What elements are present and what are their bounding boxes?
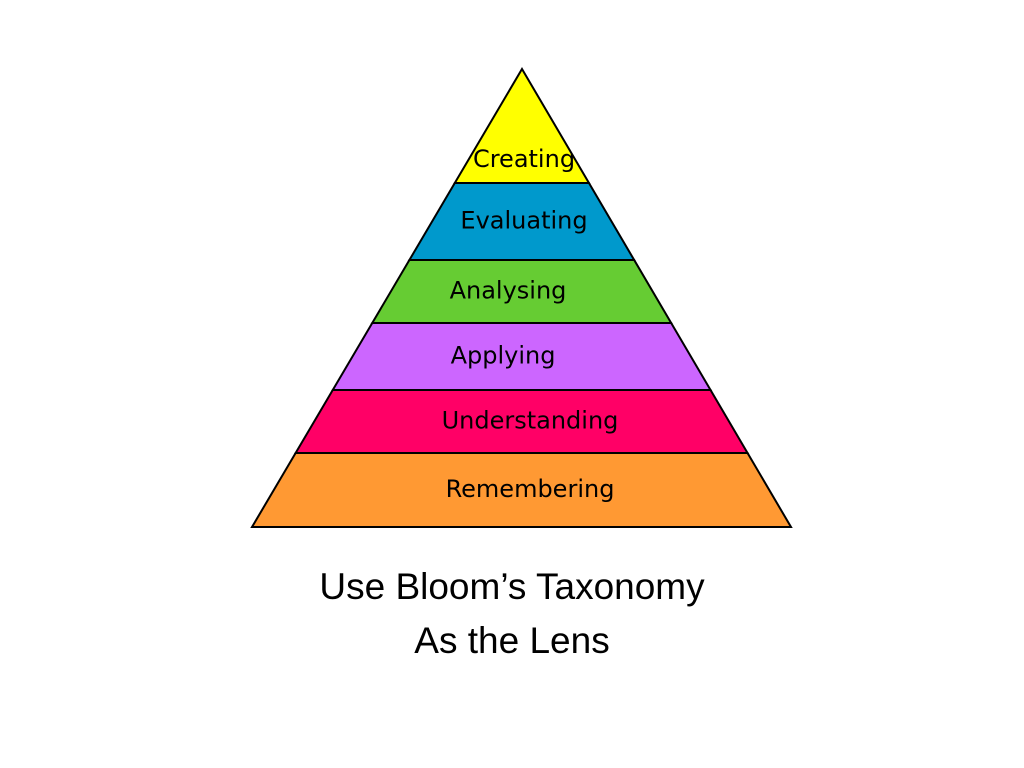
pyramid-label-evaluating: Evaluating <box>460 207 587 235</box>
blooms-taxonomy-pyramid: CreatingEvaluatingAnalysingApplyingUnder… <box>250 67 793 528</box>
pyramid-label-analysing: Analysing <box>450 277 567 305</box>
caption-line-2: As the Lens <box>414 620 610 661</box>
pyramid-label-applying: Applying <box>451 342 556 370</box>
pyramid-label-remembering: Remembering <box>446 475 615 503</box>
caption-line-1: Use Bloom’s Taxonomy <box>319 566 705 607</box>
caption: Use Bloom’s Taxonomy As the Lens <box>0 560 1024 668</box>
pyramid-levels: CreatingEvaluatingAnalysingApplyingUnder… <box>250 67 793 528</box>
pyramid-level-remembering <box>250 452 793 528</box>
pyramid-label-creating: Creating <box>473 145 575 173</box>
pyramid-label-understanding: Understanding <box>442 407 619 435</box>
